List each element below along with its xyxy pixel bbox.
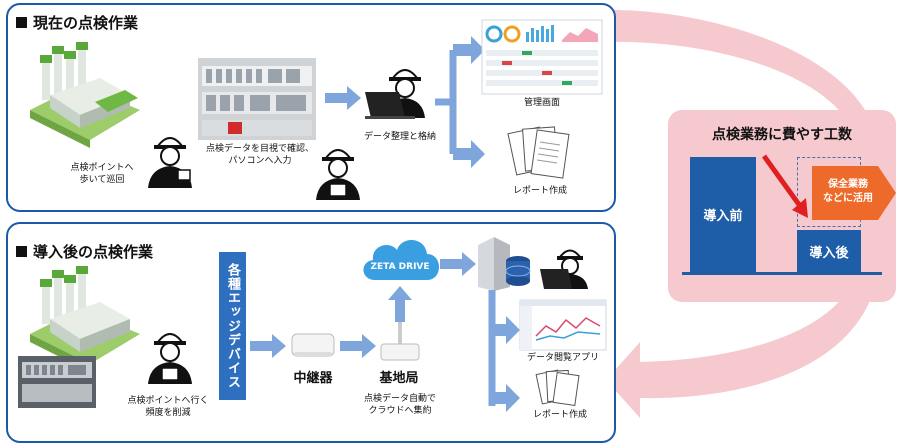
factory-icon: [30, 42, 140, 148]
cloud-brand-label: ZETA DRIVE: [370, 262, 430, 272]
report-docs-icon: [507, 126, 570, 179]
walk-inspection-label: 点検ポイントへ歩いて巡回: [70, 163, 134, 185]
after-process-title: 導入後の点検作業: [16, 241, 153, 262]
base-station-label: 基地局: [379, 371, 419, 386]
branch-arrow-icon: [435, 36, 485, 168]
edge-devices-bar: 各種エッジデバイス: [219, 252, 246, 400]
redirect-arrow-shape: [812, 166, 896, 220]
report-docs-icon: [535, 369, 580, 406]
report-label: レポート作成: [512, 186, 567, 196]
effort-title: 点検業務に費やす工数: [712, 127, 852, 143]
inspector-icon: [148, 137, 192, 188]
reduction-arrow-icon: [761, 154, 808, 218]
bar-baseline: [682, 272, 882, 275]
upload-arrow-icon: [388, 286, 412, 322]
data-viewer-screen-icon: [519, 299, 607, 351]
data-organize-label: データ整理と格納: [363, 132, 436, 142]
relay-device-icon: [291, 333, 335, 357]
dashboard-label: 管理画面: [523, 98, 560, 108]
manual-input-label: 点検データを目視で確認、パソコンへ入力: [205, 144, 314, 166]
branch-arrow-icon: [488, 290, 520, 412]
flow-arrow-icon: [325, 86, 361, 110]
inspector-clipboard-icon: [316, 149, 360, 200]
current-process-title: 現在の点検作業: [16, 12, 138, 33]
before-bar: 導入前: [690, 157, 756, 272]
edge-devices-label: 各種エッジデバイス: [225, 263, 240, 389]
inspector-icon: [148, 333, 192, 384]
relay-label: 中継器: [293, 371, 333, 386]
cloud-icon: [363, 239, 439, 280]
flow-arrow-icon: [340, 334, 376, 358]
switchboard-photo: [198, 58, 316, 140]
base-station-icon: [380, 302, 420, 361]
flow-arrow-icon: [250, 334, 286, 358]
redirect-label: 保全業務などに活用: [823, 179, 873, 204]
flow-arrow-icon: [440, 252, 476, 276]
report-label: レポート作成: [532, 410, 587, 420]
after-bar: 導入後: [797, 230, 861, 272]
pc-worker-icon: [365, 69, 425, 119]
data-viewer-label: データ閲覧アプリ: [526, 353, 599, 363]
pc-worker-icon: [540, 249, 588, 289]
dashboard-screen-icon: [481, 19, 603, 95]
equipment-photo: [18, 356, 96, 408]
reduce-frequency-label: 点検ポイントへ行く頻度を削減: [127, 396, 209, 418]
server-database-icon: [478, 237, 531, 291]
auto-collect-label: 点検データ自動でクラウドへ集約: [363, 394, 436, 416]
